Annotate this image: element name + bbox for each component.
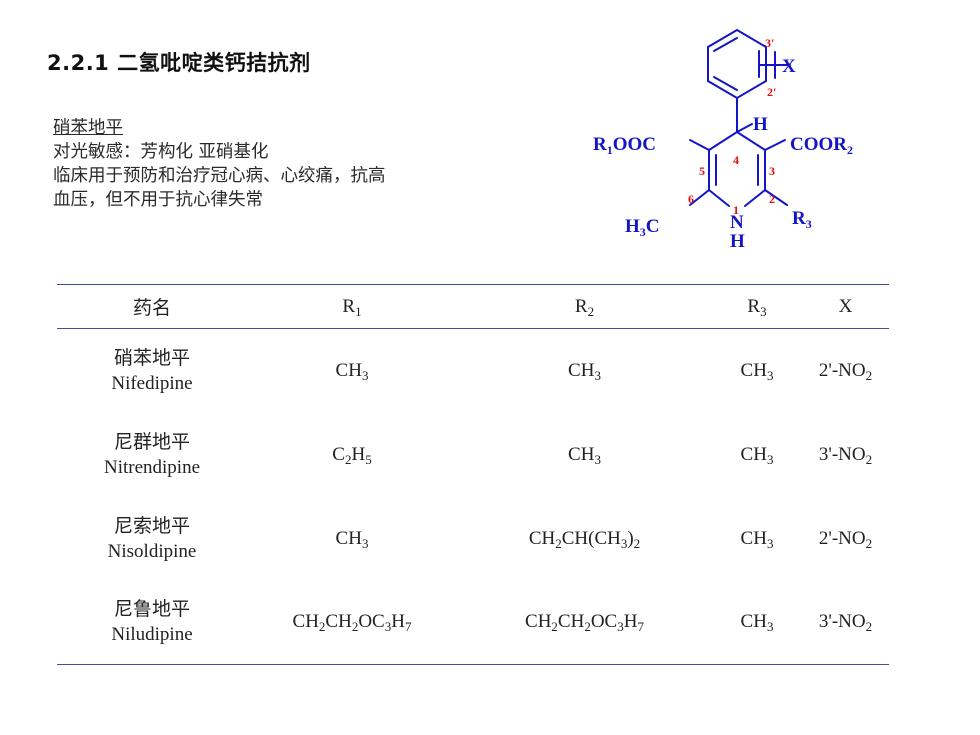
- header-r3: R3: [747, 295, 767, 319]
- num-5: 5: [699, 164, 705, 178]
- header-r1: R1: [342, 295, 362, 319]
- num-1: 1: [733, 203, 739, 217]
- r2-cell: CH2CH2OC3H7: [525, 611, 644, 635]
- r1-cell: C2H5: [332, 443, 372, 467]
- label-n: N: [730, 212, 744, 233]
- num-2: 2: [769, 192, 775, 206]
- drug-name-cn: 尼索地平: [113, 514, 190, 537]
- drug-name-cell: 硝苯地平 Nifedipine: [57, 329, 247, 413]
- r3-cell: CH3: [740, 527, 774, 551]
- label-r3: R3: [792, 208, 812, 231]
- label-h3c: H3C: [625, 216, 660, 239]
- r3-cell: CH3: [740, 443, 774, 467]
- label-x: X: [782, 56, 796, 77]
- label-coor2: COOR2: [790, 134, 853, 157]
- header-r2: R2: [574, 295, 595, 319]
- x-cell: 3'-NO2: [818, 611, 873, 635]
- label-p3: 3': [765, 36, 774, 50]
- drug-name-en: Nifedipine: [111, 372, 193, 394]
- r1-cell: CH3: [335, 359, 369, 383]
- table-row: 硝苯地平 Nifedipine CH3 CH3 CH3 2'-NO2: [57, 329, 889, 413]
- drug-name-en: Niludipine: [111, 624, 193, 646]
- r3-cell: CH3: [740, 611, 774, 635]
- num-4: 4: [733, 153, 739, 167]
- intro-line: 对光敏感：芳构化 亚硝基化: [53, 142, 269, 162]
- table-row: 尼鲁地平 Niludipine CH2CH2OC3H7 CH2CH2OC3H7 …: [57, 581, 889, 665]
- num-3: 3: [769, 164, 775, 178]
- drug-name-cn: 尼群地平: [113, 430, 190, 453]
- intro-line: 血压，但不用于抗心律失常: [53, 190, 263, 210]
- table-row: 尼索地平 Nisoldipine CH3 CH2CH(CH3)2 CH3 2'-…: [57, 497, 889, 581]
- label-p2: 2': [767, 85, 776, 99]
- drug-name-cell: 尼鲁地平 Niludipine: [57, 581, 247, 665]
- x-cell: 2'-NO2: [818, 527, 873, 551]
- table-row: 尼群地平 Nitrendipine C2H5 CH3 CH3 3'-NO2: [57, 413, 889, 497]
- benzene-ring: [707, 28, 767, 100]
- label-r1ooc: R1OOC: [593, 134, 656, 157]
- drug-name-cn: 硝苯地平: [113, 346, 190, 369]
- r2-cell: CH3: [568, 443, 601, 467]
- drug-name-cn: 尼鲁地平: [113, 598, 190, 621]
- drug-name-en: Nisoldipine: [107, 540, 197, 562]
- table-header-row: 药名 R1 R2 R3 X: [57, 284, 889, 329]
- page-title: 2.2.1 二氢吡啶类钙拮抗剂: [47, 51, 311, 75]
- r1-cell: CH3: [335, 527, 369, 551]
- drug-name-en: Nitrendipine: [103, 456, 201, 478]
- drug-name-cell: 尼索地平 Nisoldipine: [57, 497, 247, 581]
- r1-cell: CH2CH2OC3H7: [292, 611, 412, 635]
- x-cell: 3'-NO2: [818, 443, 873, 467]
- label-h4: H: [753, 114, 768, 135]
- x-cell: 2'-NO2: [818, 359, 873, 383]
- intro-text: 硝苯地平 对光敏感：芳构化 亚硝基化 临床用于预防和治疗冠心病、心绞痛，抗高 血…: [53, 116, 386, 212]
- r2-cell: CH3: [568, 359, 601, 383]
- intro-line: 临床用于预防和治疗冠心病、心绞痛，抗高: [53, 166, 386, 186]
- header-x: X: [838, 295, 853, 317]
- num-6: 6: [688, 192, 694, 206]
- dihydropyridine-structure: X H R1OOC COOR2 H3C R3 N H 3' 2' 4 5 3 6…: [593, 28, 853, 252]
- header-drug-name: 药名: [132, 297, 171, 319]
- drug-name-cell: 尼群地平 Nitrendipine: [57, 413, 247, 497]
- intro-heading: 硝苯地平: [53, 118, 123, 138]
- label-nh: H: [730, 231, 745, 252]
- drug-table: 药名 R1 R2 R3 X 硝苯地平 Nifedipine CH3 CH3 CH…: [57, 284, 889, 665]
- r2-cell: CH2CH(CH3)2: [528, 527, 641, 551]
- r3-cell: CH3: [740, 359, 774, 383]
